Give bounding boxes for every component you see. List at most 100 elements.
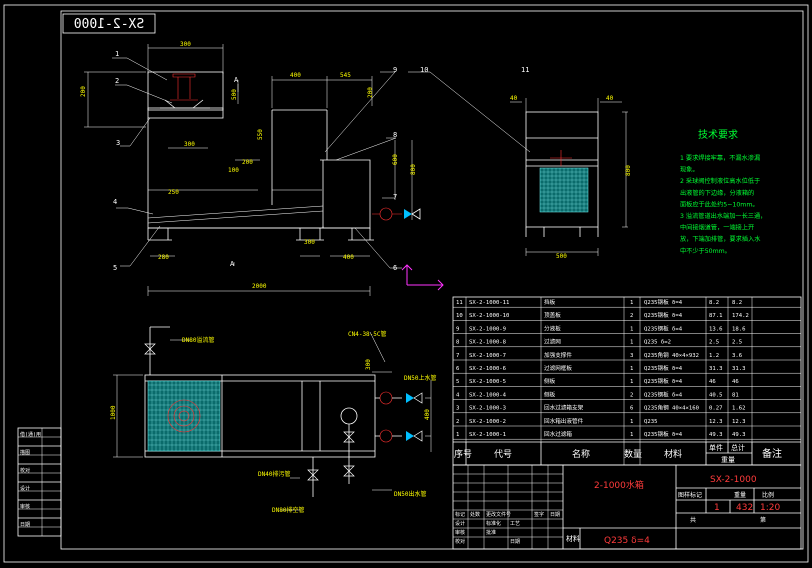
leader-11: 11 <box>521 66 529 74</box>
leader-6: 6 <box>393 264 397 272</box>
title-name: 2-1000水箱 <box>594 479 644 491</box>
bom-cell-w2: 12.3 <box>732 419 745 425</box>
svg-text:250: 250 <box>168 189 179 196</box>
bom-cell-code: SX-2-1000-9 <box>469 326 506 332</box>
bom-cell-seq: 10 <box>456 313 463 319</box>
tech-line: 2 采球阀控制液位高水位低于 <box>680 177 760 185</box>
bom-cell-w1: 31.3 <box>709 366 722 372</box>
bom-cell-seq: 5 <box>456 379 459 385</box>
bom-cell-w1: 2.5 <box>709 340 719 346</box>
bom-cell-code: SX-2-1000-6 <box>469 366 506 372</box>
bom-header-total: 总计 <box>731 443 745 452</box>
bom-header-note: 备注 <box>762 447 782 460</box>
bom-cell-w2: 8.2 <box>732 300 742 306</box>
bom-cell-name: 侧板 <box>544 377 556 385</box>
title-weight: 432 <box>736 503 753 513</box>
svg-text:40: 40 <box>510 95 518 102</box>
tech-line: 1 要求焊接牢靠，不漏水渗漏 <box>680 154 760 162</box>
bom-cell-w2: 1.62 <box>732 406 745 412</box>
svg-text:800: 800 <box>625 165 632 176</box>
svg-text:550: 550 <box>257 129 264 140</box>
label-inlet-pipe: DN50上水管 <box>404 374 436 382</box>
bom-cell-qty: 1 <box>630 379 633 385</box>
tech-line: 现象。 <box>680 166 699 174</box>
svg-text:300: 300 <box>184 141 195 148</box>
left-table-label: 设计 <box>20 485 30 492</box>
svg-text:日期: 日期 <box>510 539 520 545</box>
tech-title: 技术要求 <box>698 128 738 141</box>
sheet-no: 第 <box>760 516 766 524</box>
bom-cell-qty: 1 <box>630 366 633 372</box>
bom-cell-name: 侧板 <box>544 390 556 398</box>
bom-cell-code: SX-2-1000-11 <box>469 300 509 306</box>
bom-cell-w1: 8.2 <box>709 300 719 306</box>
bom-header-name: 名称 <box>572 448 590 460</box>
tech-line: 中不少于50mm。 <box>680 247 731 255</box>
bom-cell-w1: 46 <box>709 379 716 385</box>
svg-text:设计: 设计 <box>455 520 465 527</box>
svg-text:200: 200 <box>80 86 87 97</box>
bom-cell-qty: 1 <box>630 340 633 346</box>
bom-cell-qty: 1 <box>630 300 633 306</box>
bom-cell-name: 回水过滤箱支架 <box>544 404 584 412</box>
bom-cell-code: SX-2-1000-10 <box>469 313 509 319</box>
bom-cell-seq: 1 <box>456 432 459 438</box>
bom-cell-mat: Q235角钢 40×4×160 <box>644 404 699 412</box>
bom-cell-w2: 81 <box>732 392 739 398</box>
svg-text:审核: 审核 <box>455 529 465 536</box>
bom-cell-w2: 31.3 <box>732 366 745 372</box>
bom-cell-seq: 4 <box>456 392 460 398</box>
svg-text:500: 500 <box>231 89 238 100</box>
svg-text:100: 100 <box>228 167 239 174</box>
bom-cell-seq: 7 <box>456 353 459 359</box>
bom-cell-seq: 11 <box>456 300 463 306</box>
dim-total-length: 2000 <box>252 283 267 290</box>
bom-cell-name: 顶盖板 <box>544 311 561 319</box>
svg-text:批准: 批准 <box>486 529 496 536</box>
leader-2: 2 <box>115 77 119 85</box>
bom-cell-w2: 2.5 <box>732 340 742 346</box>
bom-cell-mat: Q235钢板 δ=4 <box>644 298 683 306</box>
title-material: Q235 δ=4 <box>604 536 650 546</box>
bom-cell-seq: 2 <box>456 419 459 425</box>
leader-5: 5 <box>113 264 117 272</box>
left-table-label: 校对 <box>20 467 30 474</box>
bom-cell-w1: 13.6 <box>709 326 722 332</box>
outer-frame <box>3 4 809 563</box>
bom-cell-seq: 3 <box>456 406 459 412</box>
tech-line: 3 溢流管道出水端加一长三通， <box>680 212 766 220</box>
drawing-code-box <box>62 13 156 34</box>
side-view: 40 40 800 500 <box>510 95 632 260</box>
title-scale: 1:20 <box>760 503 780 513</box>
bom-cell-seq: 6 <box>456 366 459 372</box>
svg-text:签字: 签字 <box>534 511 544 518</box>
bom-cell-name: 过滤网框板 <box>544 364 572 372</box>
leader-8: 8 <box>393 131 397 139</box>
bom-header-weight: 重量 <box>721 456 735 464</box>
left-table-label: 借(通)用 <box>20 431 41 438</box>
bom-cell-code: SX-2-1000-8 <box>469 340 507 346</box>
bom-cell-mat: Q235钢板 δ=4 <box>644 430 683 438</box>
svg-text:400: 400 <box>290 72 301 79</box>
bom-cell-w1: 40.5 <box>709 392 722 398</box>
bom-cell-code: SX-2-1000-3 <box>469 406 506 412</box>
weight-label: 重量 <box>734 491 746 499</box>
bom-cell-mat: Q235钢板 δ=4 <box>644 311 683 319</box>
label-fan-pipe: CN4-38-5C管 <box>348 330 387 338</box>
bom-cell-code: SX-2-1000-1 <box>469 432 506 438</box>
tech-line: 面板应于此处约5~10mm。 <box>680 200 759 208</box>
bom-cell-w2: 3.6 <box>732 353 742 359</box>
bom-header-seq: 序号 <box>454 448 472 460</box>
bom-cell-name: 过滤网 <box>544 338 561 346</box>
title-block: 2-1000水箱 SX-2-1000 Q235 δ=4 材料 图样标记 重量 比… <box>452 464 802 550</box>
svg-text:300: 300 <box>365 359 372 370</box>
svg-text:200: 200 <box>242 159 253 166</box>
svg-text:标记: 标记 <box>455 511 465 518</box>
svg-text:标准化: 标准化 <box>486 520 501 527</box>
tech-line: 出液管的下边缘，分液箱的 <box>680 189 754 197</box>
tech-line: 中间接烟道管，一端接上开 <box>680 224 754 232</box>
filter-box-outline <box>147 71 224 111</box>
